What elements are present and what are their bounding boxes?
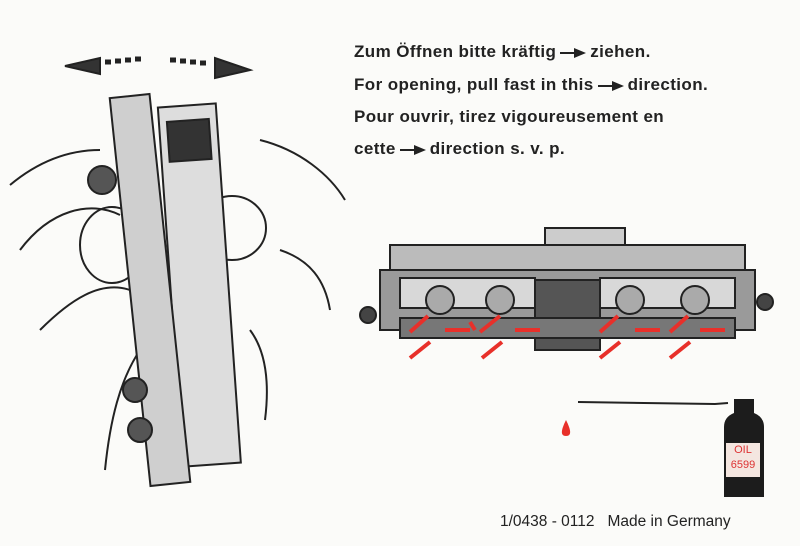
instruction-text: direction.: [627, 75, 709, 94]
oil-bottle-label: OIL 6599: [726, 443, 760, 477]
bottle-label-line2: 6599: [730, 459, 756, 471]
instruction-text: cette: [354, 139, 396, 158]
hands-opening-locomotive-illustration: [9, 56, 346, 488]
instruction-german: Zum Öffnen bitte kräftig ziehen.: [354, 42, 651, 62]
oil-drop-icon: [561, 420, 571, 436]
direction-arrow-icon: [399, 144, 426, 155]
red-arrows-lubrication-points: [408, 314, 725, 360]
instruction-text: direction s. v. p.: [429, 139, 566, 158]
footer: 1/0438 - 0112 Made in Germany: [500, 513, 731, 531]
oil-needle-icon: [577, 401, 729, 406]
locomotive-underside-illustration: [359, 227, 774, 351]
origin-text: Made in Germany: [607, 513, 731, 530]
arrow-right-icon: [214, 56, 254, 80]
instruction-text: ziehen.: [590, 42, 651, 61]
instruction-french-1: Pour ouvrir, tirez vigoureusement en: [354, 107, 664, 127]
arrow-left-icon: [64, 56, 101, 76]
instruction-english: For opening, pull fast in this direction.: [354, 75, 708, 95]
bottle-label-line1: OIL: [734, 444, 752, 456]
direction-arrow-icon: [597, 80, 624, 91]
instruction-text: Zum Öffnen bitte kräftig: [354, 42, 557, 61]
instruction-french-2: cette direction s. v. p.: [354, 139, 565, 159]
instruction-text: For opening, pull fast in this: [354, 75, 594, 94]
part-number: 1/0438 - 0112: [500, 513, 595, 530]
direction-arrow-icon: [560, 47, 587, 58]
instruction-text: Pour ouvrir, tirez vigoureusement en: [354, 107, 665, 126]
